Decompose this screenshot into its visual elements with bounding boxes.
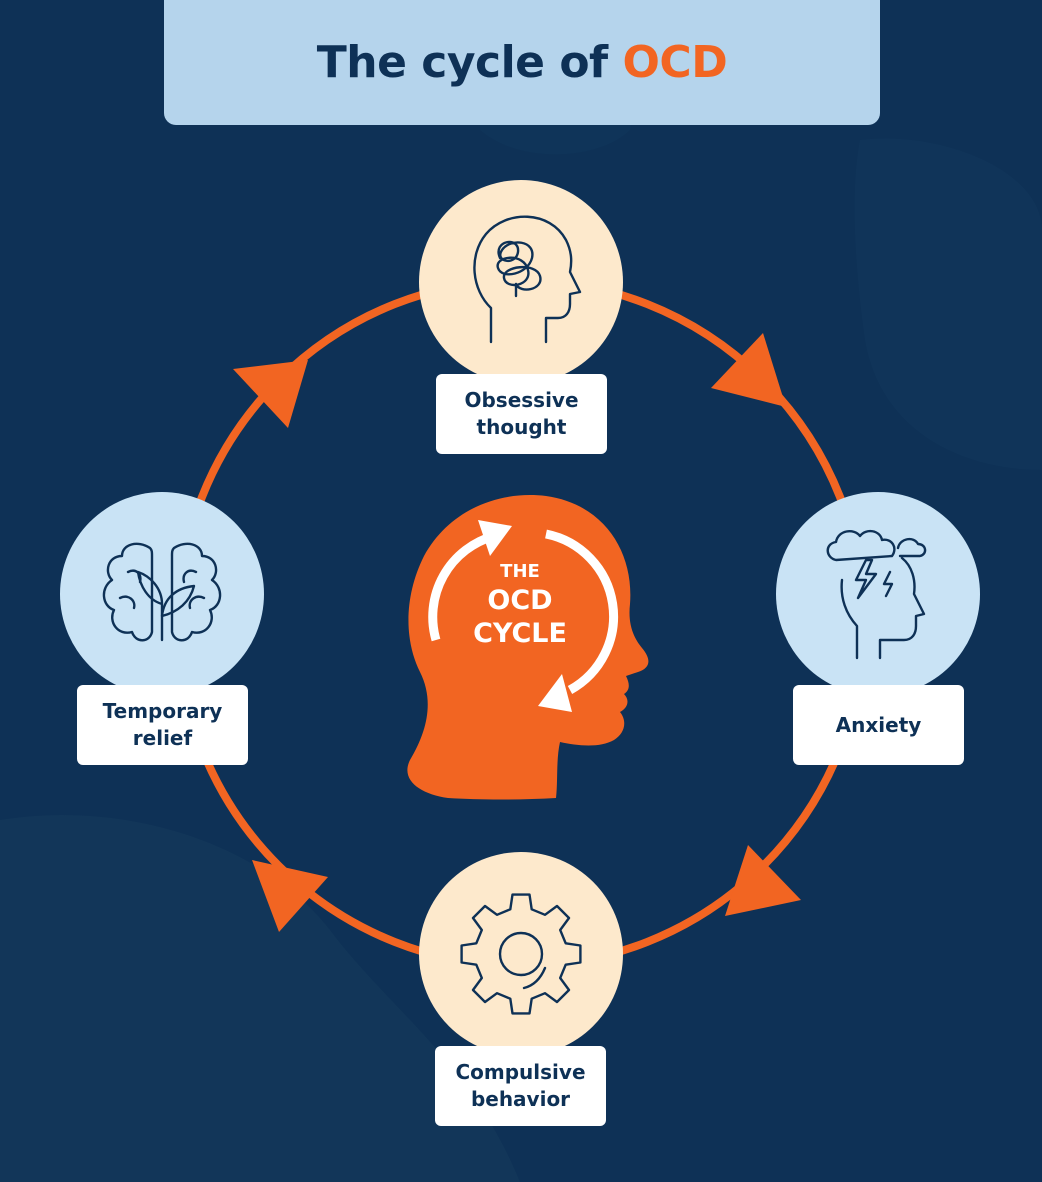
ocd-head-silhouette [407, 495, 649, 800]
page-title: The cycle of OCD [317, 37, 728, 88]
center-cycle-label: THE OCD CYCLE [455, 560, 585, 650]
obsessive-thought-text: Obsessive thought [464, 388, 579, 439]
gear-icon [460, 893, 582, 1015]
obsessive-thought-label: Obsessive thought [436, 374, 607, 454]
anxiety-text: Anxiety [835, 712, 922, 737]
obsessive-thought-circle [419, 180, 623, 384]
anxiety-circle [776, 492, 980, 696]
brain-leaf-icon [102, 542, 222, 642]
title-prefix: The cycle of [316, 37, 608, 88]
stormy-head-icon [826, 529, 927, 660]
title-banner: The cycle of OCD [164, 0, 880, 125]
arrow-to-relief-icon [252, 860, 328, 932]
arrow-to-compulsive-icon [725, 845, 801, 916]
temporary-relief-circle [60, 492, 264, 696]
arrow-to-obsessive-icon [233, 360, 308, 428]
compulsive-behavior-circle [419, 852, 623, 1056]
title-accent: OCD [622, 37, 728, 88]
center-line-cycle: CYCLE [473, 618, 567, 649]
center-line-ocd: OCD [487, 585, 553, 616]
anxiety-label: Anxiety [793, 685, 964, 765]
tangled-thought-head-icon [473, 215, 582, 344]
compulsive-behavior-text: Compulsive behavior [455, 1060, 586, 1111]
center-line-the: THE [500, 561, 540, 582]
temporary-relief-text: Temporary relief [102, 699, 223, 750]
compulsive-behavior-label: Compulsive behavior [435, 1046, 606, 1126]
arrow-to-anxiety-icon [711, 333, 786, 407]
temporary-relief-label: Temporary relief [77, 685, 248, 765]
cycle-arrows-icon [428, 520, 619, 712]
